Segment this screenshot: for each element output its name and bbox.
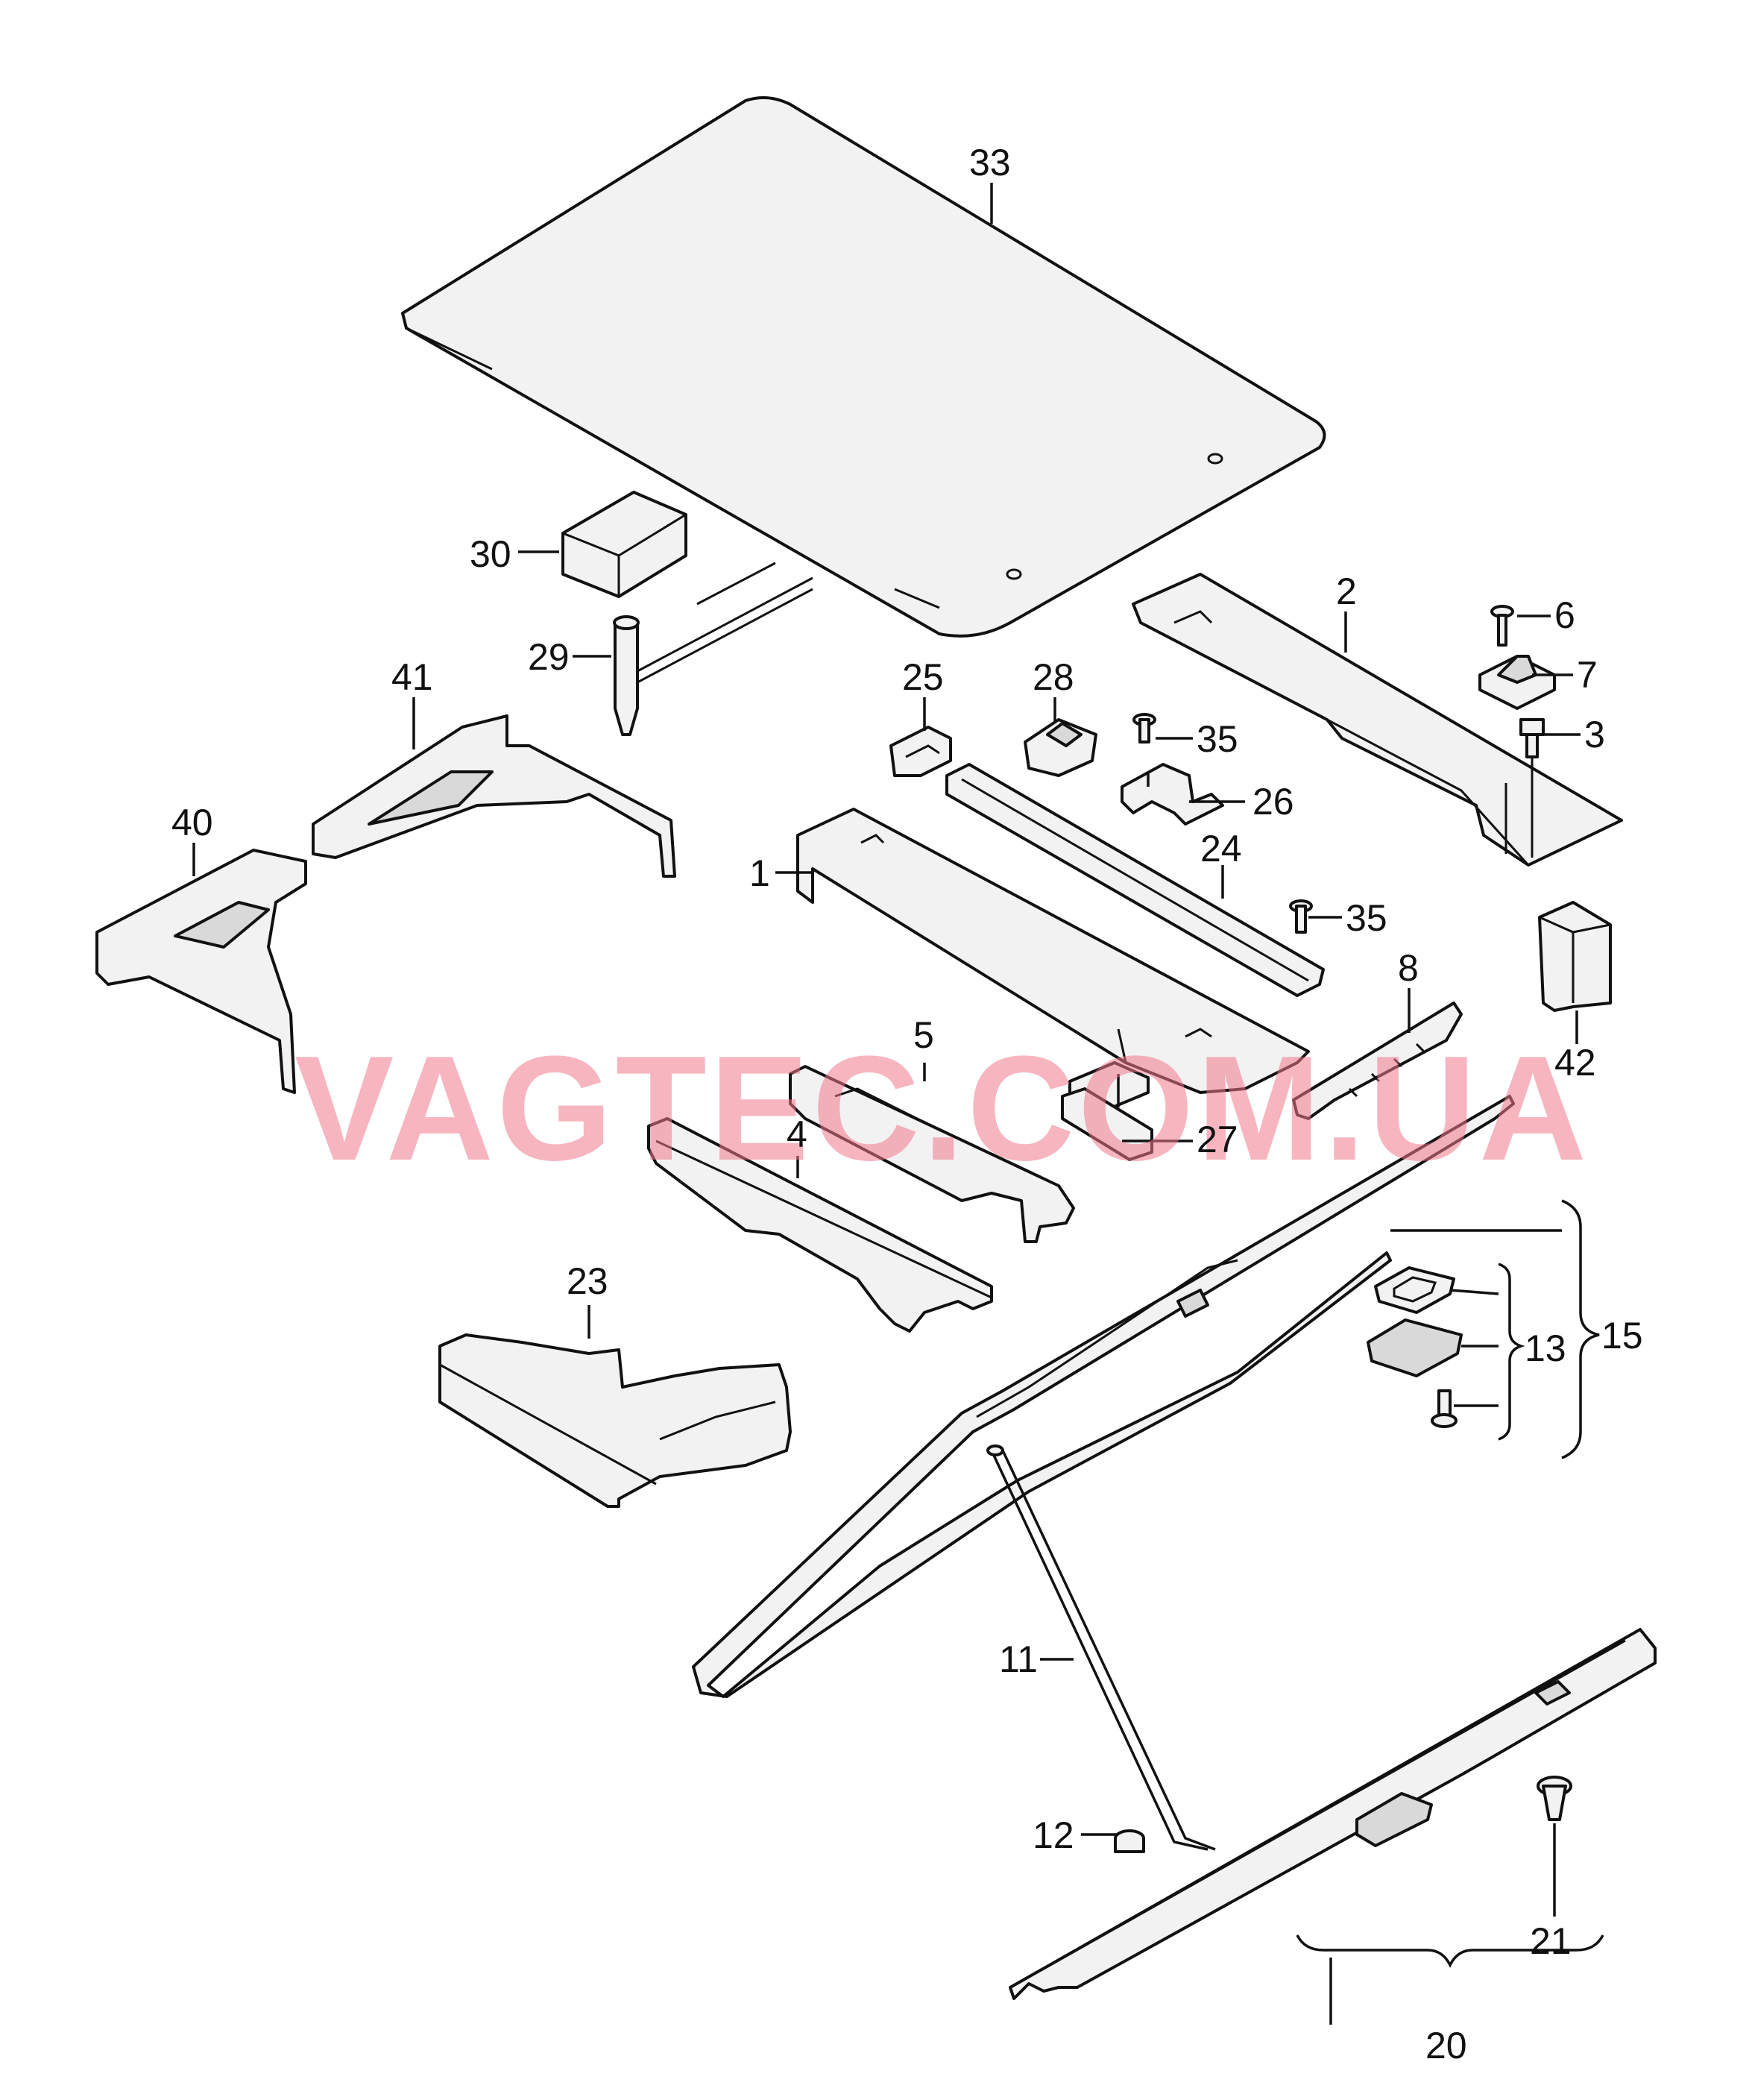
- part-1-rear-panel: [796, 808, 1310, 1094]
- part-3-bolt: [1519, 718, 1545, 758]
- label-33: 33: [969, 142, 1011, 183]
- part-26-bracket: [1121, 763, 1224, 826]
- label-40: 40: [171, 802, 213, 843]
- label-12: 12: [1033, 1814, 1074, 1856]
- part-23-foam-block: [438, 1333, 792, 1508]
- label-13: 13: [1525, 1327, 1566, 1369]
- part-5-foam: [789, 1065, 1075, 1243]
- label-24: 24: [1200, 828, 1242, 870]
- label-3: 3: [1584, 714, 1605, 755]
- part-21-clip: [1537, 1776, 1572, 1821]
- part-35-screw-lower: [1289, 899, 1313, 934]
- part-15-floor-board: [692, 1095, 1515, 1698]
- label-15: 15: [1601, 1315, 1643, 1356]
- label-25: 25: [902, 656, 944, 698]
- label-26: 26: [1252, 781, 1294, 823]
- leader-lines: [192, 183, 1604, 2025]
- label-35-upper: 35: [1197, 718, 1238, 760]
- part-42-bracket: [1538, 901, 1612, 1012]
- label-27: 27: [1197, 1119, 1238, 1160]
- part-12-grommet: [1114, 1829, 1145, 1853]
- label-29: 29: [528, 636, 570, 678]
- part-25-clip: [889, 726, 952, 777]
- part-13-screw: [1431, 1389, 1458, 1428]
- label-28: 28: [1033, 656, 1074, 698]
- part-7-tie-down-eye: [1478, 655, 1556, 710]
- part-2-side-trim: [1132, 573, 1623, 867]
- watermark-text: VAGTEC.COM.UA: [294, 1025, 1589, 1192]
- label-5: 5: [913, 1014, 934, 1056]
- part-35-screw-upper: [1132, 713, 1156, 744]
- part-8-hinge: [1292, 1002, 1463, 1120]
- part-11-rod: [986, 1444, 1216, 1851]
- part-13-cover-frame: [1374, 1266, 1455, 1314]
- label-1: 1: [749, 852, 770, 894]
- part-33-floor-panel: [401, 96, 1326, 638]
- part-4-foam: [647, 1117, 993, 1333]
- label-8: 8: [1398, 947, 1419, 989]
- part-30-box: [561, 491, 687, 598]
- part-20-sill-trim: [1009, 1628, 1657, 2000]
- label-6: 6: [1554, 594, 1575, 636]
- label-35-lower: 35: [1346, 897, 1387, 939]
- label-20: 20: [1425, 2025, 1467, 2066]
- label-21: 21: [1530, 1920, 1572, 1962]
- part-29-jack-handle: [613, 562, 813, 736]
- label-4: 4: [787, 1113, 807, 1155]
- part-13-cover: [1367, 1318, 1463, 1377]
- label-23: 23: [567, 1260, 608, 1302]
- label-30: 30: [470, 533, 511, 575]
- label-42: 42: [1554, 1042, 1596, 1084]
- label-2: 2: [1336, 570, 1357, 612]
- part-24-rail: [945, 763, 1325, 997]
- label-11: 11: [999, 1638, 1038, 1680]
- label-41: 41: [391, 656, 433, 698]
- label-7: 7: [1577, 654, 1598, 696]
- part-40-frame: [95, 849, 307, 1094]
- part-41-frame: [312, 714, 676, 878]
- part-6-screw: [1490, 605, 1514, 647]
- callout-labels: 33 30 29 2 6 7 3 25 28 35 26 24 41 40 1 …: [171, 142, 1643, 2066]
- part-28-handle: [1024, 718, 1097, 777]
